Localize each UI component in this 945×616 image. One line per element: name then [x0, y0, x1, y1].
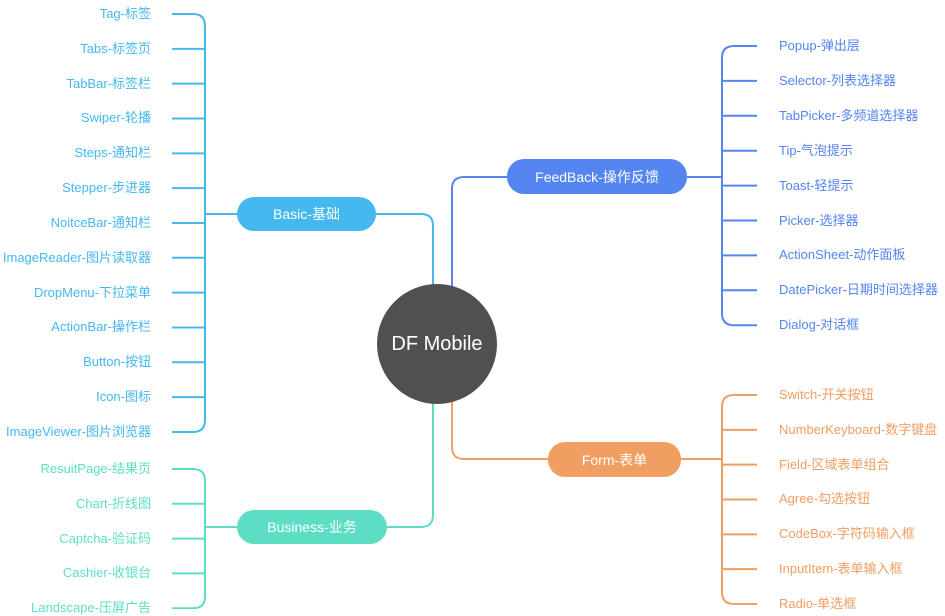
- basic-leaf[interactable]: NoitceBar-通知栏: [50, 214, 151, 230]
- branch-business-label: Business-业务: [267, 519, 357, 535]
- form-leaf[interactable]: NumberKeyboard-数字键盘: [779, 421, 938, 437]
- business-leaf[interactable]: Landscape-压屏广告: [31, 600, 151, 616]
- basic-leaf[interactable]: Button-按钮: [83, 354, 151, 370]
- root-node[interactable]: DF Mobile: [377, 284, 497, 404]
- basic-leaf[interactable]: Steps-通知栏: [74, 145, 151, 161]
- basic-leaf[interactable]: Tag-标签: [99, 6, 151, 21]
- root-business-connector: [387, 400, 434, 528]
- basic-leaf[interactable]: ImageViewer-图片浏览器: [6, 423, 151, 439]
- root-basic-connector: [376, 213, 434, 290]
- business-leaf[interactable]: Chart-折线图: [75, 495, 151, 511]
- form-leaf[interactable]: Agree-勾选按钮: [779, 491, 871, 507]
- basic-leaf[interactable]: ImageReader-图片读取器: [2, 249, 151, 265]
- form-leaf[interactable]: Field-区域表单组合: [779, 456, 890, 472]
- feedback-leaf[interactable]: Tip-气泡提示: [779, 142, 853, 158]
- business-leaf[interactable]: Captcha-验证码: [59, 530, 151, 546]
- feedback-trunk: [721, 45, 757, 327]
- root-label: DF Mobile: [391, 332, 483, 355]
- form-leaf[interactable]: CodeBox-字符码输入框: [779, 526, 915, 542]
- basic-trunk: [172, 13, 206, 433]
- feedback-leaf[interactable]: Popup-弹出层: [779, 38, 860, 53]
- basic-leaf[interactable]: Icon-图标: [96, 389, 151, 405]
- feedback-leaf[interactable]: Selector-列表选择器: [779, 72, 897, 88]
- business-leaf[interactable]: Cashier-收银台: [62, 565, 151, 581]
- basic-leaf[interactable]: Tabs-标签页: [80, 40, 151, 56]
- feedback-leaf[interactable]: TabPicker-多频道选择器: [779, 107, 919, 123]
- basic-leaf[interactable]: DropMenu-下拉菜单: [33, 284, 151, 300]
- branch-form-label: Form-表单: [581, 451, 648, 468]
- form-trunk: [721, 394, 757, 605]
- branch-form[interactable]: Form-表单: [548, 442, 681, 477]
- feedback-leaf[interactable]: DatePicker-日期时间选择器: [779, 282, 938, 298]
- business-trunk: [172, 468, 206, 609]
- feedback-leaf[interactable]: ActionSheet-动作面板: [779, 247, 906, 263]
- form-leaf[interactable]: InputItem-表单输入框: [779, 561, 903, 577]
- business-leaf[interactable]: ResuitPage-结果页: [40, 461, 151, 476]
- branch-business[interactable]: Business-业务: [237, 510, 387, 544]
- branch-basic-label: Basic-基础: [273, 206, 340, 222]
- branch-basic[interactable]: Basic-基础: [237, 197, 376, 231]
- basic-leaf[interactable]: TabBar-标签栏: [66, 75, 151, 91]
- feedback-leaf[interactable]: Picker-选择器: [779, 212, 859, 228]
- root-feedback-connector: [451, 176, 507, 290]
- feedback-leaf[interactable]: Toast-轻提示: [779, 177, 854, 193]
- branch-feedback-label: FeedBack-操作反馈: [535, 168, 659, 185]
- root-form-connector: [451, 400, 548, 460]
- basic-leaf[interactable]: ActionBar-操作栏: [51, 319, 151, 335]
- form-leaf[interactable]: Radio-单选框: [779, 595, 857, 611]
- branch-feedback[interactable]: FeedBack-操作反馈: [507, 159, 687, 194]
- form-leaf[interactable]: Switch-开关按钮: [779, 387, 874, 402]
- basic-leaf[interactable]: Swiper-轮播: [80, 110, 151, 126]
- feedback-leaf[interactable]: Dialog-对话框: [779, 317, 860, 333]
- basic-leaf[interactable]: Stepper-步进器: [62, 180, 151, 196]
